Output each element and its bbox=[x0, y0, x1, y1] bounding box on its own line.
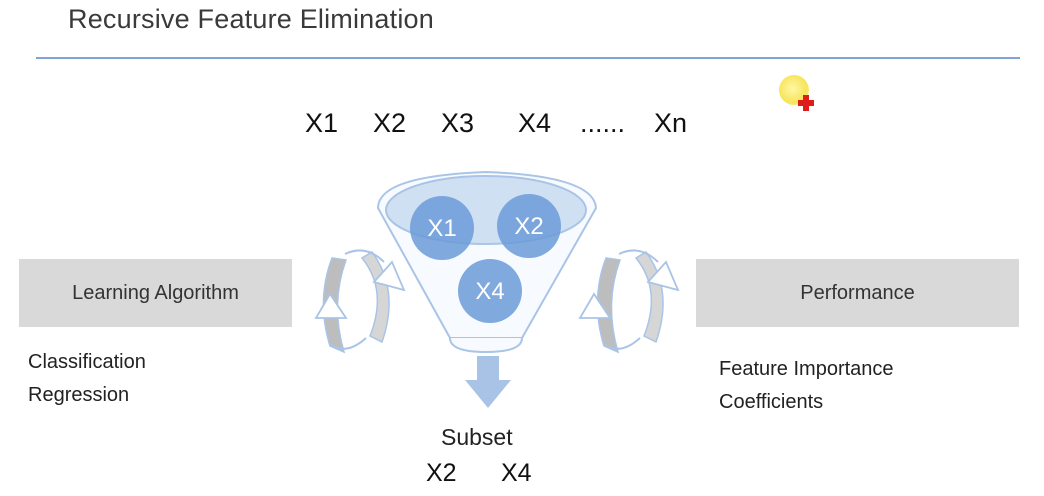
performance-item-feature-importance: Feature Importance bbox=[719, 358, 894, 380]
funnel-circle-x4 bbox=[458, 259, 522, 323]
learning-algorithm-label: Learning Algorithm bbox=[72, 281, 239, 304]
algorithm-item-regression: Regression bbox=[28, 384, 130, 406]
cycle-arrow-icon bbox=[578, 249, 680, 354]
feature-xn: Xn bbox=[654, 108, 688, 138]
performance-item-coefficients: Coefficients bbox=[719, 391, 824, 413]
feature-ellipsis: ...... bbox=[580, 108, 626, 138]
feature-x4: X4 bbox=[518, 108, 552, 138]
funnel-circle-x2-label: X2 bbox=[514, 213, 543, 240]
funnel-circle-x4-label: X4 bbox=[475, 278, 504, 305]
slide-title: Recursive Feature Elimination bbox=[68, 4, 434, 34]
title-underline bbox=[36, 57, 1020, 59]
performance-box: Performance bbox=[696, 259, 1019, 327]
learning-algorithm-box: Learning Algorithm bbox=[19, 259, 292, 327]
algorithm-item-classification: Classification bbox=[28, 351, 146, 373]
funnel-circle-x2 bbox=[497, 194, 561, 258]
feature-x1: X1 bbox=[305, 108, 339, 138]
cursor-plus-icon bbox=[797, 94, 815, 112]
performance-label: Performance bbox=[800, 281, 915, 304]
subset-item-x2: X2 bbox=[426, 459, 457, 487]
feature-x2: X2 bbox=[373, 108, 407, 138]
feature-x3: X3 bbox=[441, 108, 475, 138]
cycle-arrow-icon bbox=[314, 249, 406, 354]
down-arrow-icon bbox=[465, 356, 511, 408]
subset-item-x4: X4 bbox=[501, 459, 532, 487]
funnel-circle-x1 bbox=[410, 196, 474, 260]
funnel-circle-x1-label: X1 bbox=[427, 215, 456, 242]
subset-label: Subset bbox=[441, 424, 513, 450]
